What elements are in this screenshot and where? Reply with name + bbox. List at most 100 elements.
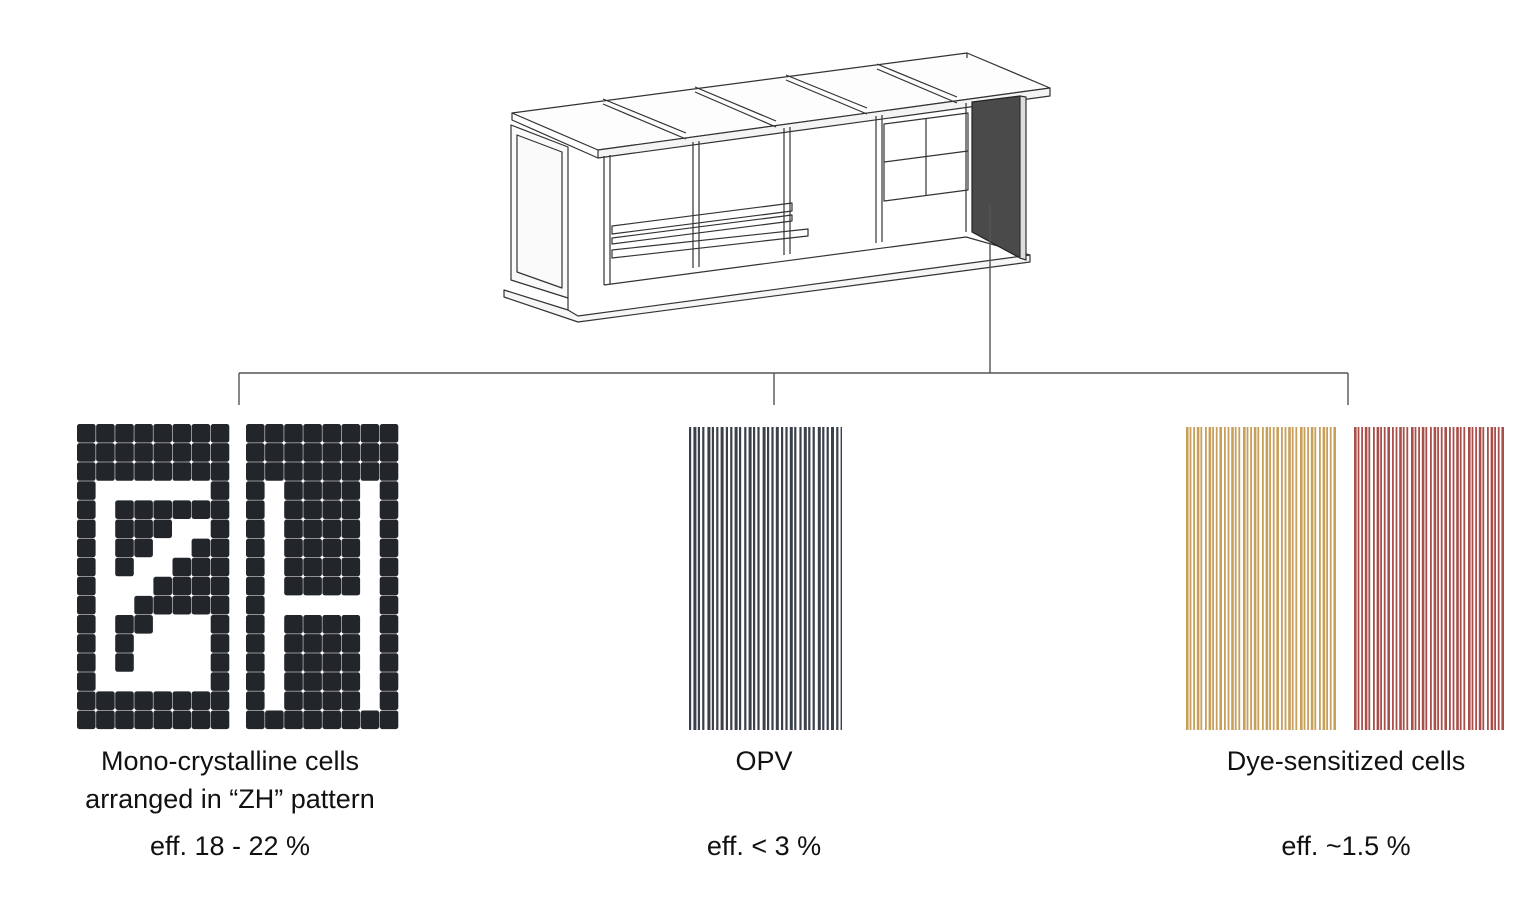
mono-z-cell: [191, 710, 211, 730]
mono-h-cell: [341, 519, 361, 539]
dye-stripe-gold: [1231, 427, 1234, 730]
dye-stripe-gold: [1265, 427, 1269, 730]
mono-z-cell: [115, 710, 134, 730]
mono-label: Mono-crystalline cells arranged in “ZH” …: [40, 742, 420, 818]
mono-h-cell: [246, 481, 265, 500]
dye-stripe-gold: [1193, 427, 1195, 730]
dye-stripe-red: [1497, 427, 1500, 730]
mono-h-cell: [360, 424, 380, 443]
mono-z-cell: [77, 710, 96, 730]
mono-h-cell: [360, 443, 380, 462]
mono-z-cell: [210, 424, 230, 443]
mono-z-cell: [115, 462, 134, 481]
dye-stripe-gold: [1303, 427, 1306, 730]
mono-z-cell: [115, 500, 134, 519]
mono-z-cell: [153, 443, 172, 462]
mono-label-line-1: Mono-crystalline cells: [100, 746, 360, 776]
mono-z-cell: [172, 500, 192, 519]
mono-h-cell: [341, 672, 361, 691]
mono-h-cell: [246, 462, 265, 481]
dye-stripe-gold: [1281, 427, 1283, 730]
mono-z-cell: [134, 615, 153, 634]
mono-z-cell: [115, 691, 134, 710]
mono-h-cell: [246, 443, 265, 462]
mono-h-cell: [322, 615, 341, 634]
mono-z-cell: [77, 424, 96, 443]
mono-h-cell: [246, 538, 265, 558]
mono-h-cell: [322, 691, 341, 710]
dye-stripe-gold: [1196, 427, 1200, 730]
mono-z-cell: [77, 538, 96, 558]
mono-h-cell: [284, 653, 303, 672]
opv-stripe: [757, 427, 760, 730]
mono-h-cell: [284, 538, 303, 558]
mono-h-cell: [322, 672, 341, 691]
opv-stripe: [689, 427, 692, 730]
mono-z-cell: [115, 538, 134, 558]
mono-z-cell: [77, 576, 96, 596]
mono-h-cell: [265, 424, 284, 443]
mono-h-cell: [379, 672, 399, 691]
mono-h-cell: [322, 710, 341, 730]
dye-stripe-gold: [1243, 427, 1246, 730]
dye-stripe-red: [1475, 427, 1477, 730]
mono-h-cell: [341, 615, 361, 634]
mono-z-cell: [153, 595, 172, 615]
mono-h-cell: [284, 443, 303, 462]
mono-z-cell: [210, 519, 230, 539]
mono-h-cell: [341, 557, 361, 577]
mono-z-cell: [115, 443, 134, 462]
shelter-posts: [603, 103, 967, 285]
mono-z-cell: [153, 576, 172, 596]
dye-stripe-red: [1399, 427, 1402, 730]
dye-stripe-gold: [1269, 427, 1271, 730]
opv-stripe: [826, 427, 829, 730]
dye-stripe-gold: [1310, 427, 1314, 730]
shelter-side-panel: [971, 95, 1021, 259]
mono-h-cell: [360, 462, 380, 481]
dye-stripe-red: [1361, 427, 1363, 730]
mono-h-cell: [341, 576, 361, 596]
mono-h-cell: [246, 500, 265, 519]
dye-stripe-red: [1478, 427, 1482, 730]
dye-stripe-red: [1421, 427, 1425, 730]
dye-stripe-red: [1411, 427, 1414, 730]
mono-h-cell: [322, 653, 341, 672]
mono-z-cell: [172, 710, 192, 730]
opv-stripe: [789, 427, 793, 730]
dye-stripe-red: [1487, 427, 1489, 730]
mono-h-cell: [303, 710, 322, 730]
mono-h-cell: [246, 595, 265, 615]
dye-stripe-gold: [1262, 427, 1264, 730]
dye-stripe-red: [1456, 427, 1459, 730]
dye-stripe-red: [1433, 427, 1437, 730]
shelter-roof-ribs: [602, 53, 968, 140]
mono-h-cell: [322, 500, 341, 519]
dye-label: Dye-sensitized cells: [1226, 746, 1466, 776]
opv-stripe: [734, 427, 738, 730]
shelter-base: [503, 254, 1031, 323]
mono-h-cell: [341, 481, 361, 500]
mono-h-cell: [322, 557, 341, 577]
shelter-notice-board: [883, 112, 969, 202]
mono-h-cell: [246, 672, 265, 691]
mono-h-cell: [265, 462, 284, 481]
mono-z-cell: [210, 557, 230, 577]
opv-stripe: [753, 427, 756, 730]
bus-shelter-drawing: [503, 52, 1051, 323]
mono-h-cell: [303, 424, 322, 443]
opv-stripe: [803, 427, 807, 730]
opv-stripe: [711, 427, 714, 730]
mono-h-cell: [379, 691, 399, 710]
mono-h-cell: [284, 634, 303, 653]
opv-efficiency: eff. < 3 %: [706, 831, 822, 861]
dye-stripe-red: [1444, 427, 1447, 730]
mono-h-cell: [265, 443, 284, 462]
dye-stripe-gold: [1300, 427, 1303, 730]
dye-stripe-red: [1387, 427, 1390, 730]
dye-stripe-gold: [1246, 427, 1249, 730]
dye-stripe-red: [1414, 427, 1417, 730]
mono-h-cell: [379, 557, 399, 577]
mono-h-cell: [284, 710, 303, 730]
